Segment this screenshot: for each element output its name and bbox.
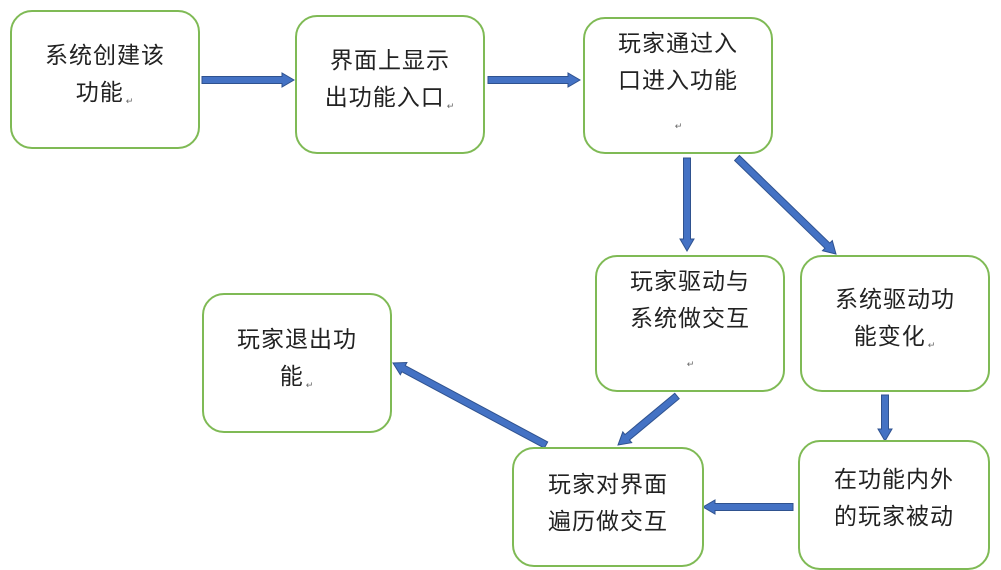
arrow-n1-to-n2: [201, 72, 295, 88]
arrow-n7-to-n6: [392, 361, 549, 449]
node-player-enters-feature: 玩家通过入口进入功能 ↵: [583, 17, 773, 154]
arrow-n3-to-n4: [679, 157, 695, 252]
paragraph-mark-icon: ↵: [125, 97, 135, 107]
node-system-drives-change: 系统驱动功能变化↵: [800, 255, 990, 392]
paragraph-mark-icon: ↵: [674, 121, 684, 132]
node-player-traverses-ui: 玩家对界面遍历做交互: [512, 447, 704, 567]
paragraph-mark-icon: ↵: [305, 380, 315, 391]
arrow-n2-to-n3: [487, 72, 581, 88]
node-text: 界面上显示出功能入口: [324, 48, 450, 111]
arrows-layer: [201, 72, 893, 515]
node-text: 玩家通过入口进入功能: [618, 30, 738, 94]
node-text: 玩家对界面遍历做交互: [548, 472, 668, 535]
arrow-n5-to-n8: [877, 394, 893, 442]
node-text: 在功能内外的玩家被动: [834, 467, 954, 530]
node-player-drives-interaction: 玩家驱动与系统做交互 ↵: [595, 255, 785, 392]
arrow-n8-to-n7: [702, 499, 794, 515]
paragraph-mark-icon: ↵: [446, 102, 456, 112]
node-ui-shows-entry: 界面上显示出功能入口↵: [295, 15, 485, 154]
paragraph-mark-icon: ↵: [927, 341, 937, 351]
paragraph-mark-icon: ↵: [686, 359, 696, 370]
arrow-n3-to-n5: [733, 154, 837, 255]
node-text: 玩家退出功能: [237, 326, 357, 390]
node-system-creates-feature: 系统创建该功能↵: [10, 10, 200, 149]
node-player-exits-feature: 玩家退出功能↵: [202, 293, 392, 433]
node-text: 系统驱动功能变化: [835, 287, 955, 350]
diagram-canvas: [201, 72, 893, 515]
arrow-n4-to-n7: [617, 392, 680, 446]
node-text: 系统创建该功能: [45, 43, 165, 106]
node-player-passive: 在功能内外的玩家被动: [798, 440, 990, 570]
node-text: 玩家驱动与系统做交互: [630, 268, 750, 332]
